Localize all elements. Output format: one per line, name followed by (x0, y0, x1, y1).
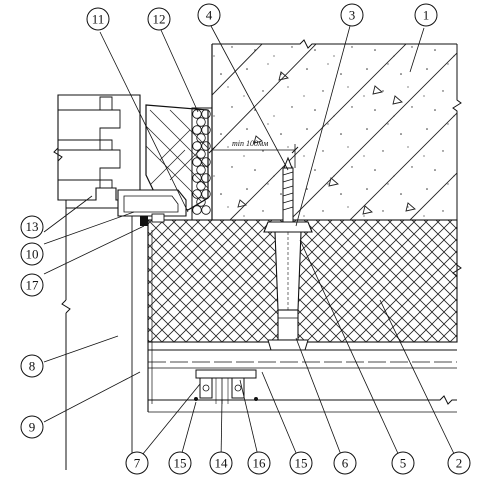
callout-5-label: 5 (400, 456, 407, 471)
callout-1-label: 1 (423, 8, 430, 23)
callout-1: 1 (414, 3, 438, 27)
svg-text:min 100мм: min 100мм (232, 139, 268, 148)
callout-8-label: 8 (29, 359, 36, 374)
callout-7: 7 (125, 451, 149, 475)
callout-6: 6 (333, 451, 357, 475)
dimension-unit: мм (257, 139, 268, 148)
callout-8: 8 (20, 354, 44, 378)
callout-5: 5 (391, 451, 415, 475)
interior-lining (61, 190, 148, 470)
callout-4: 4 (197, 3, 221, 27)
callout-6-label: 6 (342, 456, 349, 471)
callout-3-label: 3 (349, 8, 356, 23)
dimension-min-100: min 100мм (208, 139, 299, 168)
callout-17-label: 17 (26, 278, 40, 293)
callout-13-label: 13 (26, 219, 39, 234)
callout-10: 10 (20, 242, 44, 266)
callout-14: 14 (209, 451, 233, 475)
callout-2: 2 (447, 451, 471, 475)
sill-board (147, 220, 153, 412)
callout-7-label: 7 (134, 456, 141, 471)
plaster-system (148, 349, 457, 413)
callout-15-left: 15 (168, 451, 192, 475)
callout-9-label: 9 (29, 420, 36, 435)
insulation-layer (147, 219, 462, 343)
dimension-value: min 100 (232, 139, 258, 148)
callout-2-label: 2 (456, 456, 463, 471)
callout-15-right: 15 (289, 451, 313, 475)
callout-16-label: 16 (253, 456, 267, 471)
callout-16: 16 (247, 451, 271, 475)
callout-15-right-label: 15 (295, 456, 308, 471)
callout-10-label: 10 (26, 247, 39, 262)
callout-4-label: 4 (206, 8, 213, 23)
callout-14-label: 14 (215, 456, 229, 471)
leader-lines (43, 25, 458, 461)
callout-12: 12 (147, 7, 171, 31)
concrete-wall (211, 39, 462, 220)
callout-11-label: 11 (92, 12, 105, 27)
callout-13: 13 (20, 215, 44, 239)
callout-17: 17 (20, 273, 44, 297)
callout-12-label: 12 (153, 12, 166, 27)
sealing-foam (191, 107, 213, 221)
callout-15-left-label: 15 (174, 456, 187, 471)
callout-11: 11 (86, 7, 110, 31)
callout-9: 9 (20, 415, 44, 439)
callout-3: 3 (340, 3, 364, 27)
